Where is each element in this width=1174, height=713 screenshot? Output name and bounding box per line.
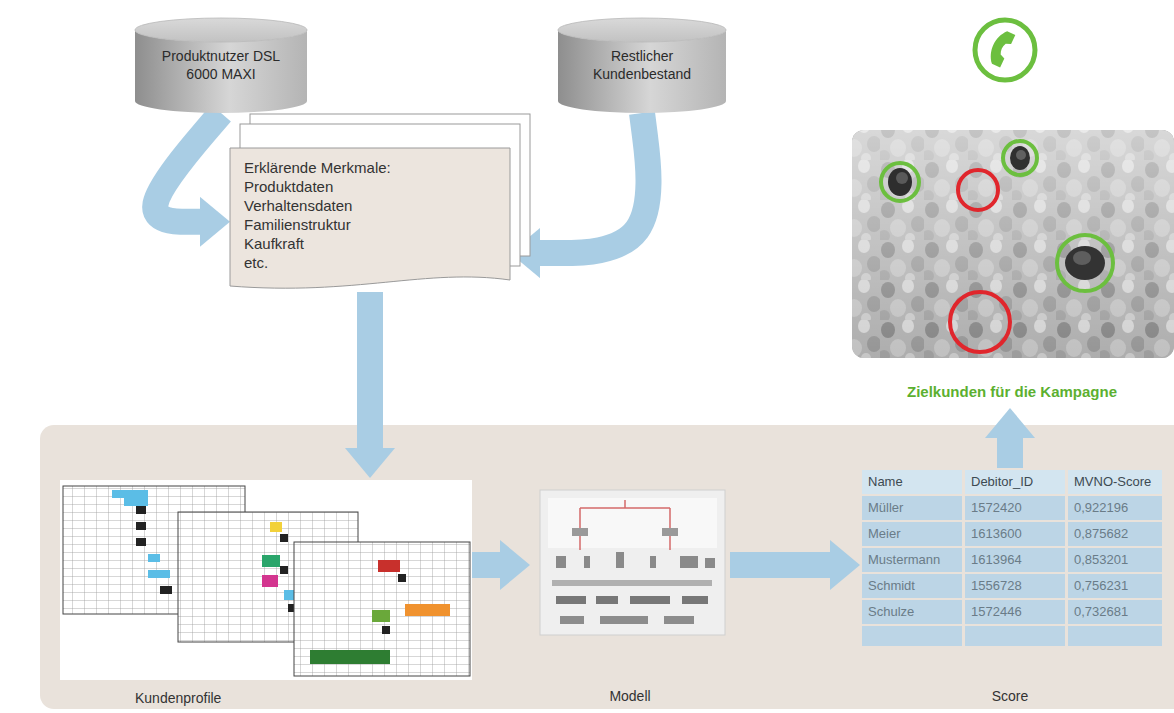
profile-illustration	[60, 480, 472, 680]
profile-sheet	[294, 542, 470, 676]
cylinder-body	[135, 30, 307, 113]
node-text: Produktdaten	[244, 177, 496, 196]
score-table: NameDebitor_IDMVNO-ScoreMüller15724200,9…	[862, 470, 1162, 630]
flow-arrow	[357, 292, 383, 448]
table-cell: Meier	[862, 522, 962, 546]
node-text: Produktnutzer DSL 6000 MAXI	[154, 48, 289, 83]
table-cell: 0,853201	[1068, 548, 1162, 572]
table-cell: 0,922196	[1068, 496, 1162, 520]
node-text: etc.	[244, 253, 496, 272]
model-illustration	[540, 490, 725, 635]
table-cell: Mustermann	[862, 548, 962, 572]
node-text: Erklärende Merkmale:	[244, 158, 496, 177]
table-cell: Müller	[862, 496, 962, 520]
target-marker	[881, 163, 919, 201]
table-header: MVNO-Score	[1068, 470, 1162, 494]
database-cylinder: Restlicher Kundenbestand	[558, 18, 726, 113]
table-cell: 0,875682	[1068, 522, 1162, 546]
document-stack: Erklärende Merkmale:ProduktdatenVerhalte…	[230, 148, 510, 290]
crowd-photo	[852, 130, 1174, 358]
database-cylinder: Produktnutzer DSL 6000 MAXI	[135, 18, 307, 113]
table-cell: 1613964	[965, 548, 1065, 572]
cylinder-top	[135, 18, 307, 42]
flow-arrow	[540, 113, 649, 253]
node-text: Verhaltensdaten	[244, 196, 496, 215]
node-text: Restlicher Kundenbestand	[583, 48, 701, 83]
table-cell: 1572420	[965, 496, 1065, 520]
cylinder-top	[558, 18, 726, 42]
flow-arrow	[997, 438, 1023, 468]
result-caption: Zielkunden für die Kampagne	[907, 383, 1117, 400]
flow-arrow	[472, 552, 500, 578]
table-cell: 1572446	[965, 600, 1065, 624]
table-cell: 1613600	[965, 522, 1065, 546]
step-label: Kundenprofile	[135, 690, 221, 706]
table-header: Debitor_ID	[965, 470, 1065, 494]
table-row-fragment	[862, 626, 1162, 646]
process-band	[40, 425, 1174, 709]
photo-panel: Zielkunden für die Kampagne	[850, 128, 1174, 408]
flow-arrow	[155, 113, 221, 222]
table-cell: Schulze	[862, 600, 962, 624]
process-panel: Kundenprofile	[58, 478, 472, 710]
excluded-marker	[958, 170, 998, 210]
node-text: Familienstruktur	[244, 215, 496, 234]
table-cell: Schmidt	[862, 574, 962, 598]
front-sheet	[230, 148, 510, 288]
target-marker	[1057, 235, 1113, 291]
table-header: Name	[862, 470, 962, 494]
step-label: Modell	[609, 688, 650, 704]
image-ground	[60, 480, 472, 680]
table-cell: 0,756231	[1068, 574, 1162, 598]
phone-icon	[975, 20, 1035, 80]
table-cell: 0,732681	[1068, 600, 1162, 624]
table-cell: 1556728	[965, 574, 1065, 598]
process-panel: Modell	[530, 490, 730, 708]
node-text: Kaufkraft	[244, 234, 496, 253]
target-marker	[1003, 141, 1037, 175]
step-label: Score	[992, 688, 1029, 704]
flow-arrow	[730, 552, 830, 578]
excluded-marker	[950, 292, 1010, 352]
cylinder-body	[558, 30, 726, 113]
